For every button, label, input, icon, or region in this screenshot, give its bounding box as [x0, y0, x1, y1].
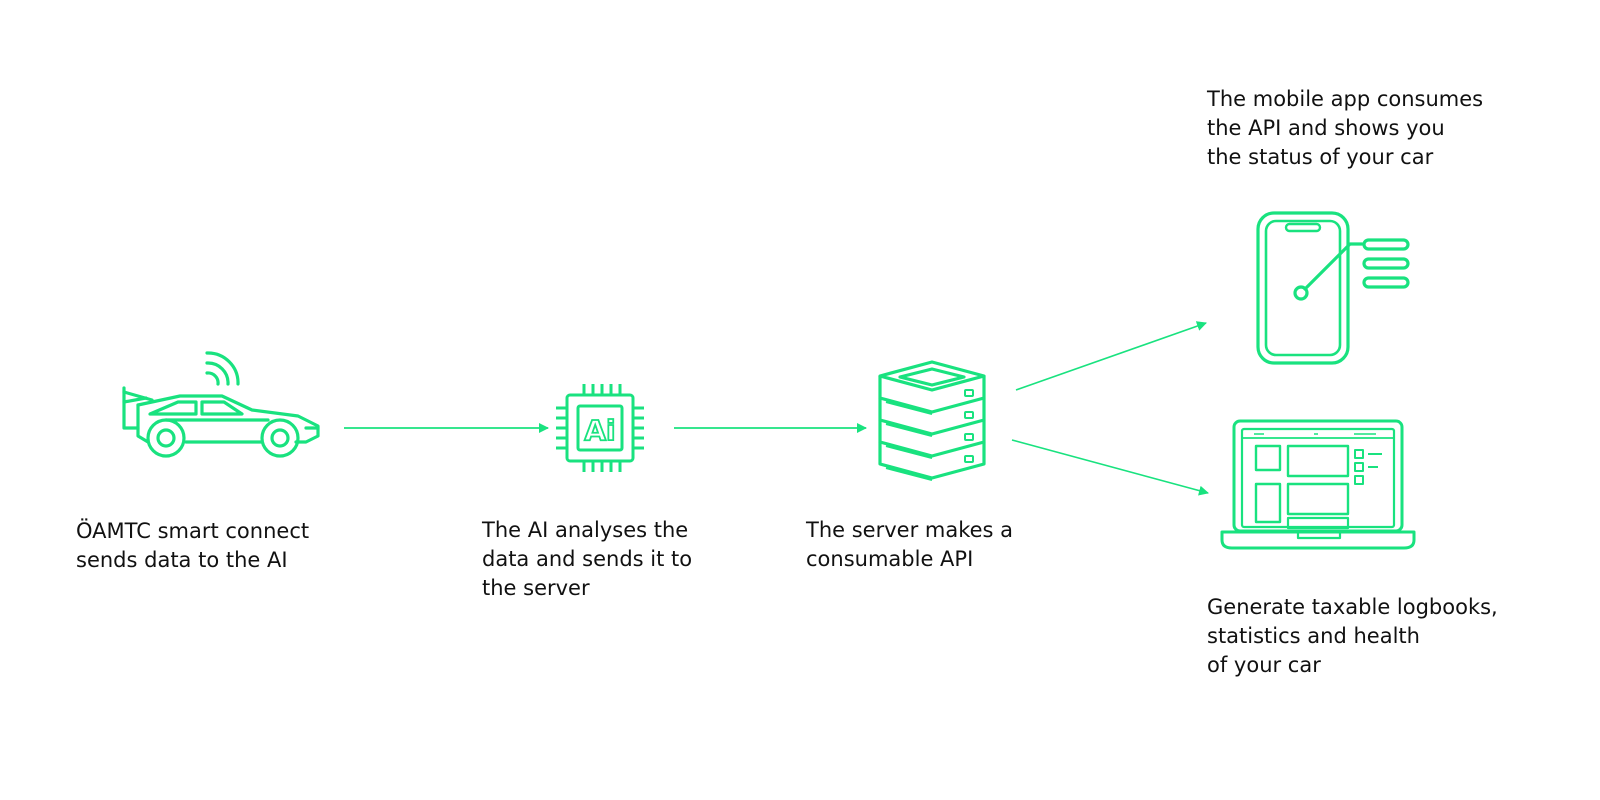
server-caption: The server makes a consumable API: [806, 516, 1013, 574]
car-caption-line-2: sends data to the AI: [76, 548, 288, 572]
mobile-caption-line-3: the status of your car: [1207, 145, 1434, 169]
ai-chip-label: Ai: [584, 414, 615, 447]
server-caption-line-1: The server makes a: [806, 518, 1014, 542]
laptop-caption: Generate taxable logbooks, statistics an…: [1207, 593, 1498, 680]
laptop-dashboard-icon: [1220, 419, 1416, 550]
server-caption-line-2: consumable API: [806, 547, 974, 571]
server-stack-icon: [878, 360, 986, 481]
laptop-caption-line-1: Generate taxable logbooks,: [1207, 595, 1498, 619]
car-caption: ÖAMTC smart connect sends data to the AI: [76, 517, 309, 575]
laptop-caption-line-3: of your car: [1207, 653, 1321, 677]
ai-caption-line-2: data and sends it to: [482, 547, 693, 571]
ai-caption-line-1: The AI analyses the: [482, 518, 689, 542]
ai-chip-icon: [556, 384, 644, 472]
mobile-caption-line-2: the API and shows you: [1207, 116, 1445, 140]
arrow-server-to-laptop: [1011, 439, 1209, 496]
arrow-server-to-mobile: [1015, 321, 1207, 391]
ai-caption-line-3: the server: [482, 576, 590, 600]
car-caption-line-1: ÖAMTC smart connect: [76, 519, 310, 543]
ai-caption: The AI analyses the data and sends it to…: [482, 516, 692, 603]
connected-car-icon: [122, 351, 320, 458]
mobile-caption: The mobile app consumes the API and show…: [1207, 85, 1483, 172]
laptop-caption-line-2: statistics and health: [1207, 624, 1420, 648]
mobile-caption-line-1: The mobile app consumes: [1207, 87, 1484, 111]
mobile-app-icon: [1256, 211, 1410, 365]
